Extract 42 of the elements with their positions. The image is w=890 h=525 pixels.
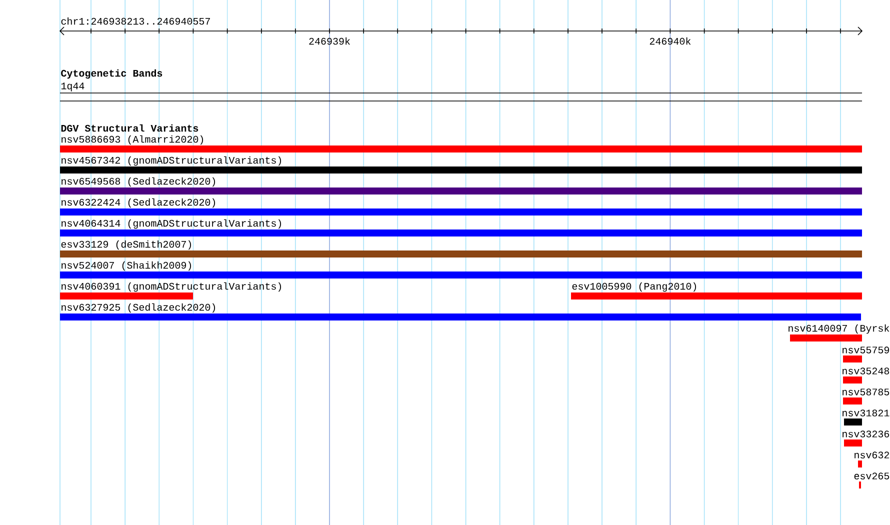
variant-feature: nsv35248 [842,368,890,384]
track-title: Cytogenetic Bands [61,69,162,79]
variant-feature: nsv4060391 (gnomADStructuralVariants) [60,282,282,300]
node-label: nsv6322424 (Sedlazeck2020) [62,198,216,208]
node-label: nsv31821 [842,410,890,416]
variant-feature: nsv6140097 (Byrsk [788,324,890,342]
node-label: esv265 [854,472,890,480]
variant-feature: nsv4064314 (gnomADStructuralVariants) [60,219,862,236]
track-title: DGV Structural Variants [61,124,198,132]
variant-feature: nsv524007 (Shaikh2009) [60,261,862,278]
variant-feature: nsv58785 [842,388,890,404]
variant-feature: esv1005990 (Pang2010) [571,282,862,300]
node-label: nsv6549568 (Sedlazeck2020) [62,177,216,187]
node-label: nsv524007 (Shaikh2009) [62,261,192,271]
variant-feature: nsv6322424 (Sedlazeck2020) [60,198,862,216]
variant-feature: nsv5886693 (Almarri2020) [60,135,862,152]
tick-label: 246940k [650,37,691,45]
node-label: esv1005990 (Pang2010) [572,282,696,292]
node-label: nsv33236 [842,430,890,438]
node-label: nsv58785 [842,388,890,396]
variant-feature: nsv55759 [842,346,890,362]
node-label: nsv35248 [842,368,890,374]
variant-feature: nsv4567342 (gnomADStructuralVariants) [60,156,862,174]
variant-feature: nsv6549568 (Sedlazeck2020) [60,177,862,194]
variant-feature: nsv33236 [842,430,890,446]
variant-feature: esv33129 (deSmith2007) [60,240,862,258]
node-label: nsv55759 [842,346,890,354]
node-label: nsv6327925 (Sedlazeck2020) [62,303,216,313]
tick-label: 246939k [309,37,350,45]
node-label: nsv5886693 (Almarri2020) [62,135,204,145]
node-label: nsv4064314 (gnomADStructuralVariants) [62,219,282,229]
position-range: chr1:246938213..246940557 [61,17,210,25]
node-label: nsv632 [854,452,890,458]
variant-feature: nsv632 [854,452,890,468]
node-label: nsv4567342 (gnomADStructuralVariants) [62,156,282,166]
band-label: 1q44 [61,82,84,92]
node-label: esv33129 (deSmith2007) [61,240,192,250]
node-label: nsv4060391 (gnomADStructuralVariants) [62,282,282,292]
variant-feature: nsv6327925 (Sedlazeck2020) [60,303,861,320]
variant-feature: esv265 [854,472,890,488]
node-label: nsv6140097 (Byrsk [788,324,890,334]
variant-feature: nsv31821 [842,410,890,426]
